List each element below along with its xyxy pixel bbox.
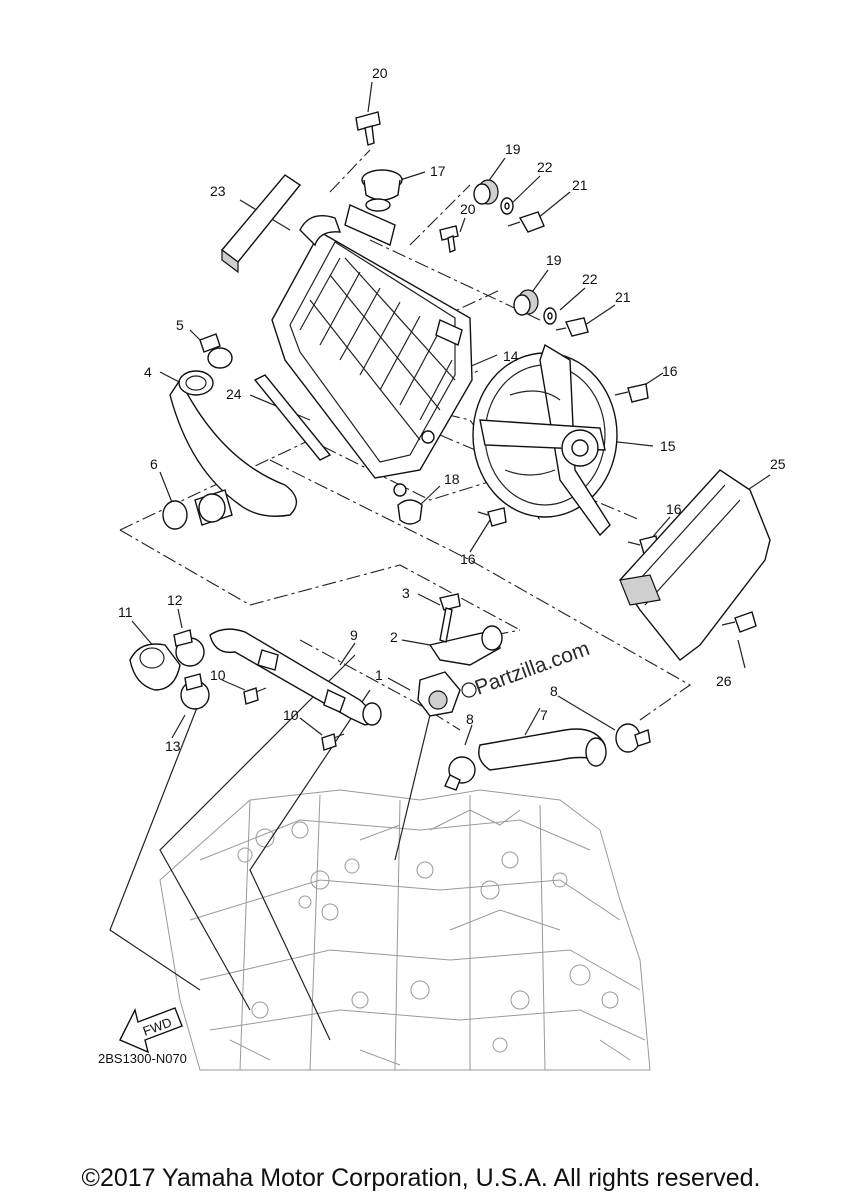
bolt-16-upper [614,383,649,403]
copyright-notice: ©2017 Yamaha Motor Corporation, U.S.A. A… [82,1164,761,1192]
thermostat-housing [417,671,461,717]
hose-joint-6 [162,489,233,530]
label-13: 13 [165,738,181,754]
label-22-upper: 22 [537,159,553,175]
seal-23 [220,174,302,274]
label-14: 14 [503,348,519,364]
thermostat-cover [428,625,503,666]
label-11: 11 [118,604,133,620]
label-2: 2 [390,629,398,645]
label-21-lower: 21 [615,289,631,305]
label-22-lower: 22 [582,271,598,287]
engine-block [159,789,651,1071]
radiator-cap [361,169,403,212]
radiator [271,204,473,497]
label-26: 26 [716,673,732,689]
label-16-lower: 16 [666,501,682,517]
damper-18 [397,499,423,525]
grommet-19-upper [473,179,499,205]
diagram-code: 2BS1300-N070 [98,1051,187,1066]
label-21-upper: 21 [572,177,588,193]
label-10-lower: 10 [283,707,299,723]
label-5: 5 [176,317,184,333]
label-20-mid: 20 [460,201,476,217]
callout-numbers: 20 17 23 19 22 21 20 19 22 21 5 4 24 14 … [118,65,786,754]
washer-22-lower [543,307,557,325]
label-1: 1 [375,667,383,683]
hose-11 [129,643,181,691]
label-8-lower: 8 [466,711,474,727]
bolt-21-lower [555,317,589,337]
bolt-20-mid [439,225,459,253]
label-25: 25 [770,456,786,472]
bolt-21-upper [507,211,545,233]
water-pipe-9 [209,628,382,726]
label-3: 3 [402,585,410,601]
bolt-20-top [355,111,381,146]
label-16-upper: 16 [662,363,678,379]
label-8-upper: 8 [550,683,558,699]
label-6: 6 [150,456,158,472]
label-4: 4 [144,364,152,380]
radiator-hose-4 [169,370,298,517]
clamp-8-lower [444,756,476,791]
clamp-12 [173,629,205,667]
label-15: 15 [660,438,676,454]
seal-24 [253,374,332,461]
label-23: 23 [210,183,226,199]
label-16-mid: 16 [460,551,476,567]
washer-22-upper [500,197,514,215]
grommet-19-lower [513,289,539,316]
radiator-shroud [619,469,771,661]
leader-lines [109,81,771,1041]
clamp-8-upper [615,723,651,753]
label-7: 7 [540,707,548,723]
label-19-upper: 19 [505,141,521,157]
label-17: 17 [430,163,446,179]
hose-7 [478,728,607,771]
label-20-top: 20 [372,65,388,81]
clamp-13 [180,673,210,710]
label-12: 12 [167,592,183,608]
clamp-5 [199,333,233,369]
label-24: 24 [226,386,242,402]
label-18: 18 [444,471,460,487]
bolt-10-lower [321,733,345,751]
forward-arrow-icon: FWD [119,1007,183,1054]
bolt-16-mid [477,507,507,527]
label-9: 9 [350,627,358,643]
fan-assembly [472,343,618,537]
bolt-10-upper [243,687,267,705]
label-19-lower: 19 [546,252,562,268]
bolt-3 [439,593,461,643]
label-10-upper: 10 [210,667,226,683]
bolt-26 [721,611,757,633]
